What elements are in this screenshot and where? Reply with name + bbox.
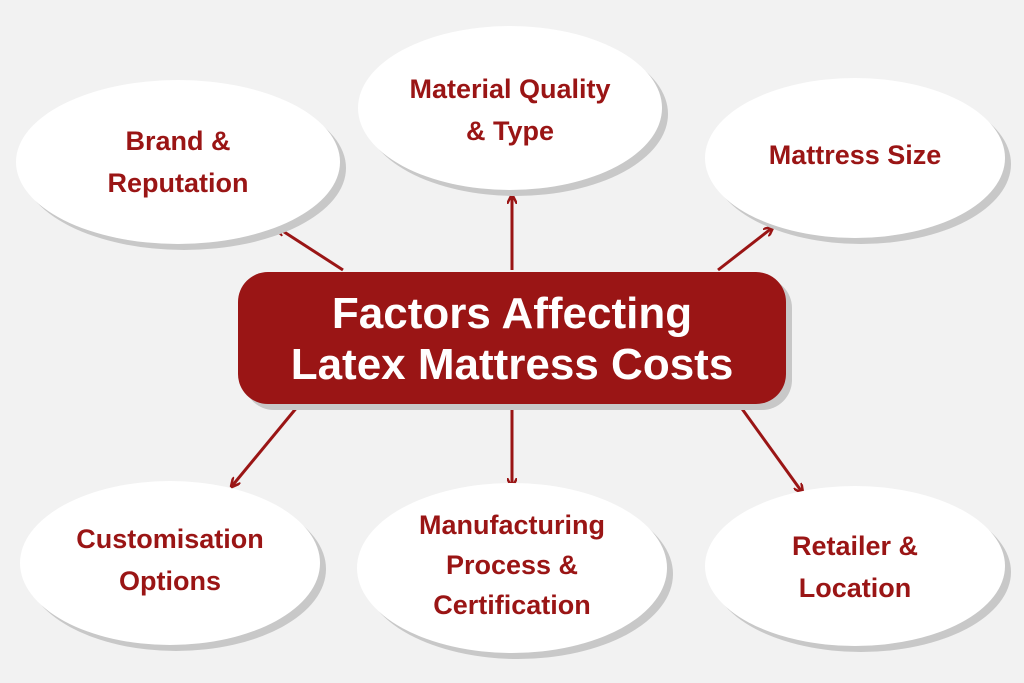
node-label: & Type [466,116,554,146]
node-manufacturing: Manufacturing Process & Certification [357,483,673,659]
node-label: Options [119,566,221,596]
node-retailer: Retailer & Location [705,486,1011,652]
node-label: Process & [446,550,578,580]
node-label: Customisation [76,524,264,554]
arrow-retailer [738,405,802,492]
node-brand: Brand & Reputation [16,80,346,250]
node-label: Brand & [125,126,230,156]
node-mattress-size: Mattress Size [705,78,1011,244]
arrow-size [717,228,772,272]
node-label: Retailer & [792,531,918,561]
node-customisation: Customisation Options [20,481,326,651]
arrows [232,196,802,492]
node-label: Mattress Size [769,140,942,170]
center-title-line2: Latex Mattress Costs [291,340,734,389]
node-label: Reputation [108,168,249,198]
center-title-box: Factors Affecting Latex Mattress Costs [238,272,792,410]
node-material: Material Quality & Type [358,26,668,196]
node-label: Manufacturing [419,510,605,540]
center-title-line1: Factors Affecting [332,289,692,338]
arrow-customisation [232,405,300,486]
node-label: Certification [433,590,591,620]
node-label: Location [799,573,912,603]
node-label: Material Quality [409,74,610,104]
arrow-brand [278,228,344,272]
